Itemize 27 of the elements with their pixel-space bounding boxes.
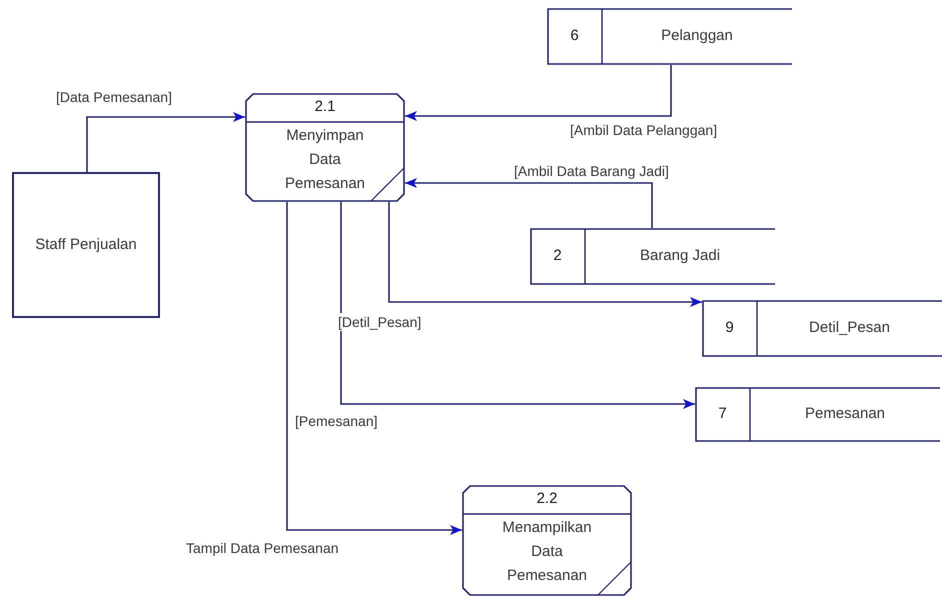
data-flow-arrow [340,202,695,409]
data-store [702,300,942,357]
store-label: Pemesanan [804,404,886,424]
store-label: Detil_Pesan [809,318,890,338]
process-label: Menampilkan Data Pemesanan [501,518,593,586]
data-store [547,8,792,65]
process-label: Menyimpan Data Pemesanan [284,126,366,194]
store-label: Barang Jadi [640,246,720,266]
data-store [695,387,940,442]
process-box [462,485,632,596]
process-number: 2.1 [314,97,336,118]
data-flow-arrow [286,202,462,535]
process-number: 2.2 [536,489,558,510]
store-number: 2 [553,246,562,266]
process-box [245,93,405,202]
data-flow-arrow [388,202,702,307]
store-label: Pelanggan [661,26,733,46]
data-flow-arrow [405,178,653,228]
data-store [530,228,775,285]
entity-label: Staff Penjualan [34,235,138,255]
data-flow-arrow [86,112,245,172]
store-number: 7 [718,404,727,424]
store-number: 6 [570,26,579,46]
edge-label: [Detil_Pesan] [338,313,422,331]
data-flow-arrow [405,65,672,121]
store-number: 9 [725,318,734,338]
external-entity-box [12,172,160,318]
